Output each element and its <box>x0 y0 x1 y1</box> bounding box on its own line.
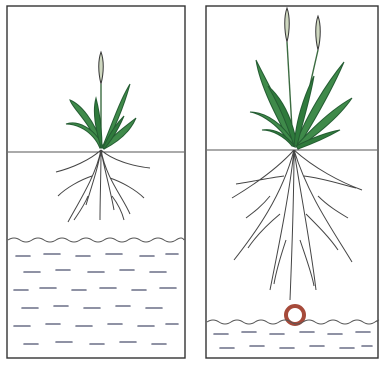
panel-low-water-table <box>206 6 379 358</box>
panel-high-water-table <box>7 6 185 358</box>
seed-spike <box>285 8 290 42</box>
seed-spike <box>99 52 104 84</box>
panel-frame <box>7 6 185 358</box>
seed-spike <box>316 16 321 50</box>
